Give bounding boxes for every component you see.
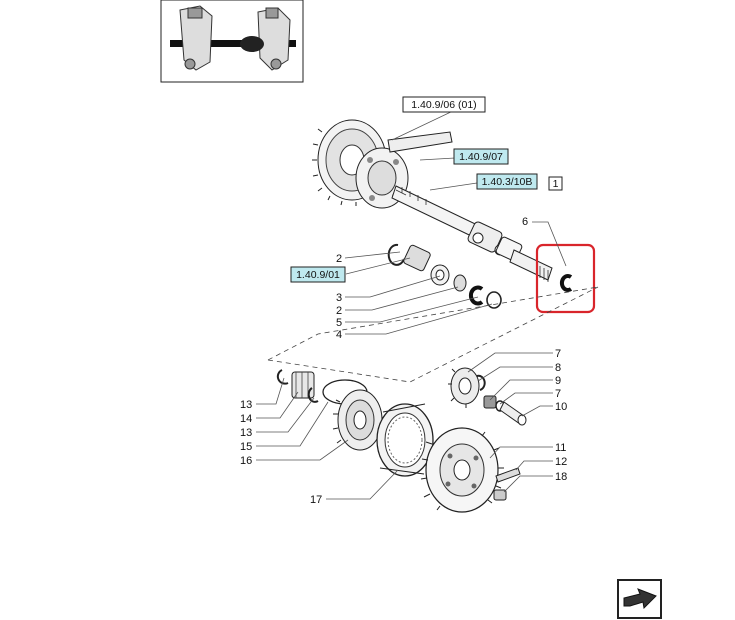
reference-label: 1.40.9/06 (01)	[411, 99, 476, 111]
callout[interactable]: 7	[555, 348, 561, 360]
callout[interactable]: 13	[240, 427, 252, 439]
leader-lines	[256, 109, 567, 500]
ring-gear-17	[376, 403, 434, 477]
callout[interactable]: 17	[310, 494, 322, 506]
callout[interactable]: 18	[555, 471, 567, 483]
small-gear-14	[276, 369, 319, 403]
callout[interactable]: 16	[240, 455, 252, 467]
callout[interactable]: 8	[555, 362, 561, 374]
callout[interactable]: 6	[522, 216, 528, 228]
callout[interactable]: 7	[555, 388, 561, 400]
callout[interactable]: 13	[240, 399, 252, 411]
reference-box-1[interactable]: 1.40.9/06 (01)	[402, 96, 486, 113]
callout[interactable]: 3	[336, 292, 342, 304]
callout[interactable]: 2	[336, 305, 342, 317]
callout[interactable]: 9	[555, 375, 561, 387]
callout[interactable]: 14	[240, 413, 252, 425]
callout[interactable]: 2	[336, 253, 342, 265]
lower-final-drive-assembly	[276, 367, 527, 513]
axle-overview-thumbnail[interactable]	[160, 0, 304, 83]
snap-ring-6[interactable]	[559, 274, 573, 292]
callout[interactable]: 11	[555, 442, 566, 454]
callout-numbers: 6 2 3 2 5 4 7 8 9 7 10 13 14 13 15 16 17…	[240, 216, 567, 506]
reference-label: 1	[553, 178, 559, 190]
callout[interactable]: 12	[555, 456, 567, 468]
callout[interactable]: 10	[555, 401, 567, 413]
wheel-hub-11	[420, 427, 504, 513]
reference-box-2[interactable]: 1.40.9/07	[453, 148, 509, 165]
callout[interactable]: 15	[240, 441, 252, 453]
reference-box-5[interactable]: 1.40.9/01	[290, 266, 346, 283]
callout[interactable]: 5	[336, 317, 342, 329]
highlighted-part-frame	[535, 243, 596, 314]
reference-label: 1.40.3/10B	[482, 176, 533, 188]
assembly-dashed-outline	[267, 286, 599, 383]
planet-carrier-16	[332, 389, 383, 451]
reference-label: 1.40.9/07	[459, 151, 503, 163]
reference-label: 1.40.9/01	[296, 269, 340, 281]
left-ring-stack	[387, 243, 502, 309]
callout[interactable]: 4	[336, 329, 342, 341]
planet-gear-8	[448, 367, 486, 408]
reference-box-3[interactable]: 1.40.3/10B	[476, 173, 538, 190]
next-page-arrow-icon[interactable]	[617, 579, 662, 619]
reference-box-4[interactable]: 1	[548, 176, 563, 191]
upper-axle-shaft-assembly	[312, 119, 553, 282]
